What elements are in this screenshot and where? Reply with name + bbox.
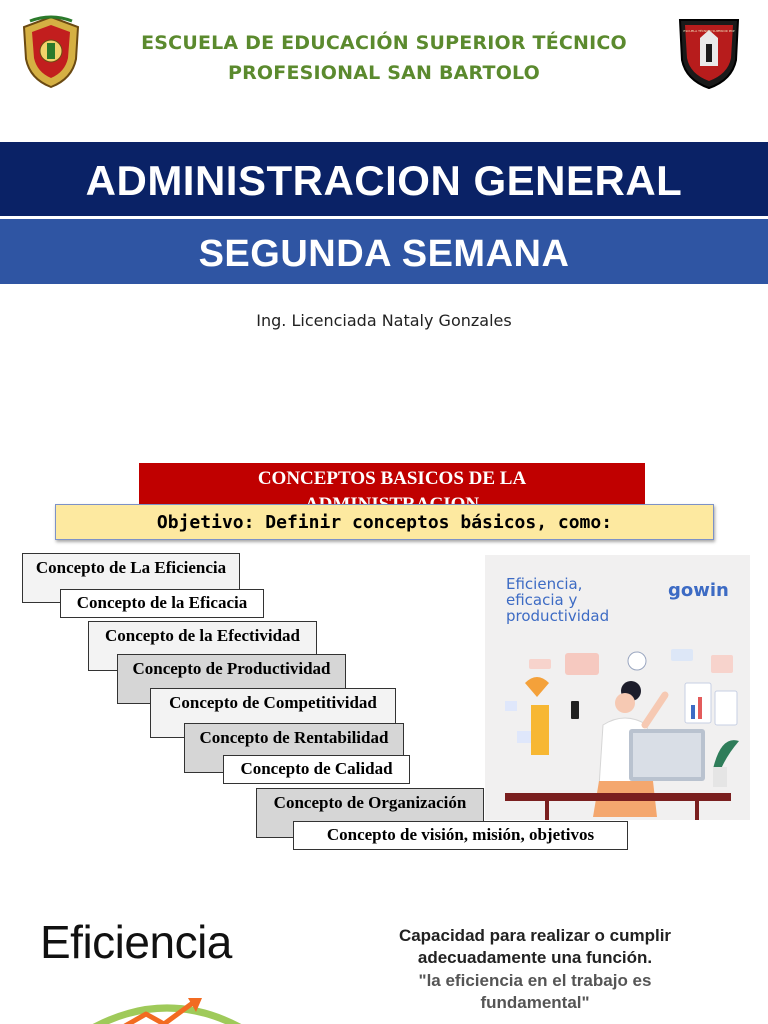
concept-eficacia: Concepto de la Eficacia: [60, 589, 264, 618]
eficiencia-quote: "la eficiencia en el trabajo es fundamen…: [418, 971, 652, 1012]
course-title: ADMINISTRACION GENERAL: [85, 157, 683, 204]
illustration-caption: Eficiencia, eficacia y productividad: [506, 576, 609, 624]
gowin-brand-logo: gowin: [668, 580, 729, 601]
illustration-caption-line-1: Eficiencia,: [506, 575, 583, 593]
concept-calidad: Concepto de Calidad: [223, 755, 410, 784]
week-subtitle-band: SEGUNDA SEMANA: [0, 219, 768, 284]
week-subtitle: SEGUNDA SEMANA: [198, 233, 570, 275]
school-name-line-2: PROFESIONAL SAN BARTOLO: [227, 62, 541, 84]
illustration-caption-line-2: eficacia y: [506, 591, 578, 609]
eficiencia-heading: Eficiencia: [40, 916, 232, 968]
right-logo-text: ESCUELA TÉCNICO SUPERIOR PNP: [683, 29, 735, 33]
woman-at-desk-graphic: [505, 649, 739, 820]
school-name: ESCUELA DE EDUCACIÓN SUPERIOR TÉCNICO PR…: [120, 28, 648, 88]
concept-vision-mision: Concepto de visión, misión, objetivos: [293, 821, 628, 850]
author-name: Ing. Licenciada Nataly Gonzales: [256, 311, 512, 330]
eficiencia-definition: Capacidad para realizar o cumplir adecua…: [398, 926, 672, 967]
course-title-band: ADMINISTRACION GENERAL: [0, 142, 768, 216]
school-name-line-1: ESCUELA DE EDUCACIÓN SUPERIOR TÉCNICO: [141, 32, 627, 54]
growth-arrow-icon: [62, 984, 272, 1024]
efficiency-illustration: Eficiencia, eficacia y productividad gow…: [485, 555, 750, 820]
right-police-shield-logo: ESCUELA TÉCNICO SUPERIOR PNP: [676, 14, 742, 90]
illustration-caption-line-3: productividad: [506, 607, 610, 625]
section-header-line-1: CONCEPTOS BASICOS DE LA: [257, 468, 527, 489]
section-header: CONCEPTOS BASICOS DE LA ADMINISTRACION: [139, 463, 645, 509]
objective-banner: Objetivo: Definir conceptos básicos, com…: [55, 504, 714, 540]
left-school-crest-logo: [20, 15, 82, 89]
